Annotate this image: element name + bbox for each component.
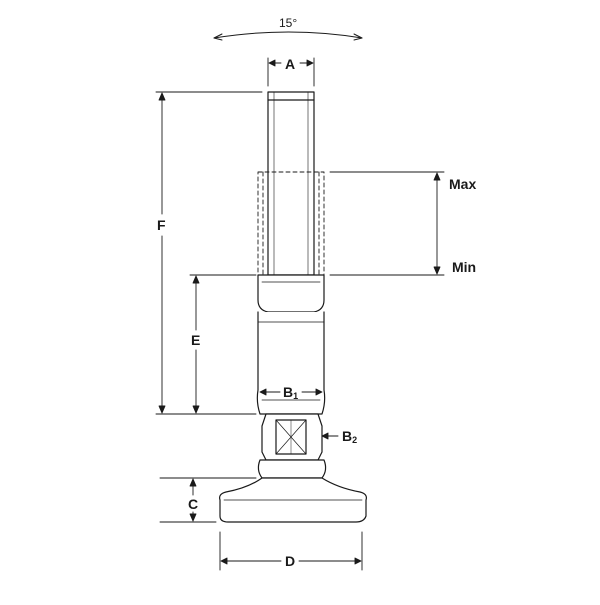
label-min: Min <box>452 259 477 275</box>
label-b2: B2 <box>342 428 358 445</box>
swivel-angle-arc <box>213 31 363 41</box>
dimension-b2 <box>321 432 339 440</box>
label-d: D <box>285 553 296 569</box>
upper-housing <box>256 274 326 415</box>
label-max: Max <box>449 176 477 192</box>
dimension-c <box>159 477 257 523</box>
dimension-max-min <box>329 171 445 276</box>
dimension-f <box>155 91 263 415</box>
label-angle: 15° <box>279 16 298 30</box>
dimension-a <box>267 57 315 87</box>
dimension-e <box>189 274 257 414</box>
label-a: A <box>285 56 296 72</box>
swivel-hex-joint <box>261 413 323 461</box>
label-c: C <box>188 496 199 512</box>
base-collar <box>257 459 327 479</box>
dimension-b1 <box>259 388 323 396</box>
label-b1: B1 <box>283 384 299 401</box>
foot-pad <box>219 477 367 523</box>
threaded-stud <box>267 91 315 276</box>
insertion-sleeve-dashed <box>257 171 325 276</box>
dimension-d <box>219 531 363 571</box>
label-e: E <box>191 332 201 348</box>
label-f: F <box>157 217 166 233</box>
